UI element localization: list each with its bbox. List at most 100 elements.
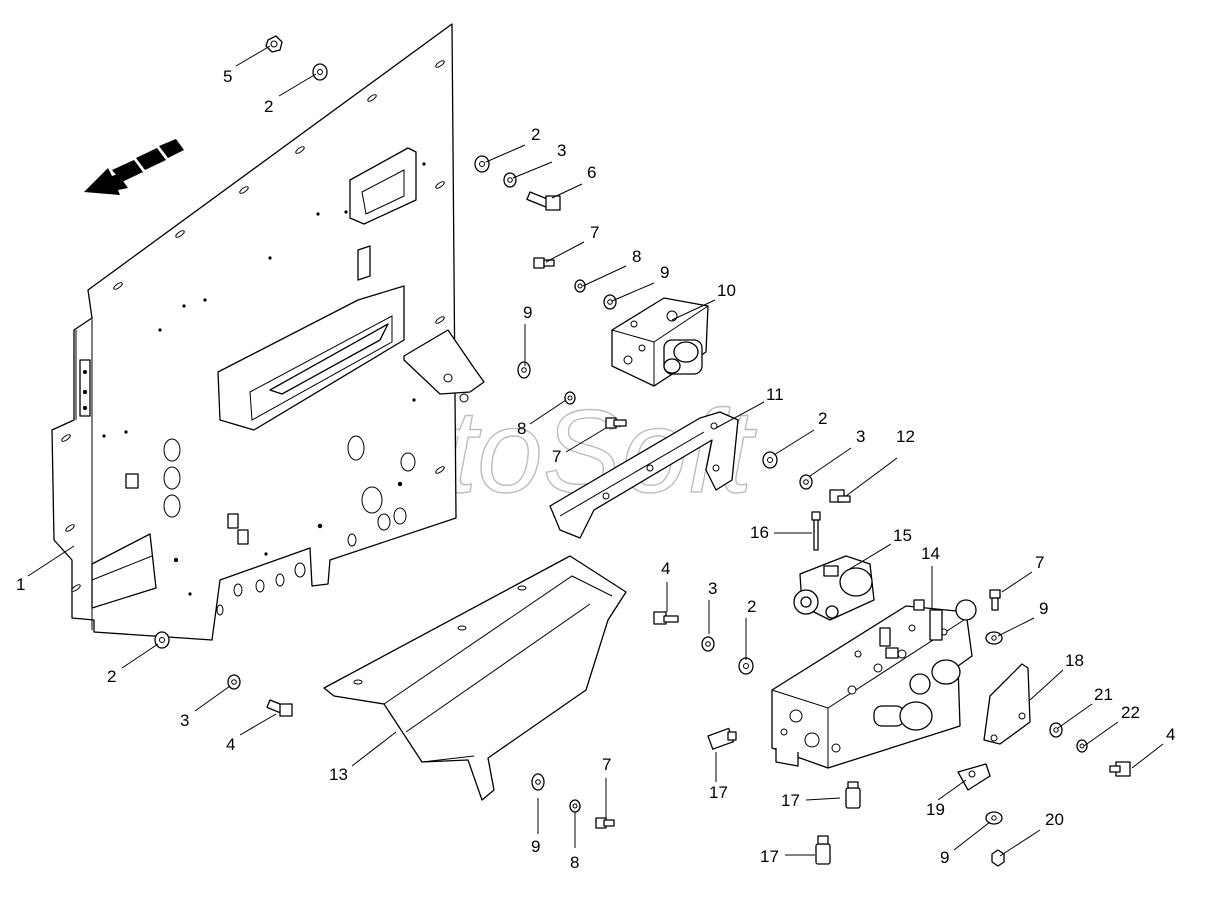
- leader-line-c1: [27, 545, 75, 577]
- leader-line-c18: [1029, 669, 1064, 701]
- callout-label-c16: 16: [750, 523, 769, 542]
- callout-label-c11: 11: [766, 385, 784, 404]
- sensor-17-c: [815, 835, 831, 865]
- callout-label-c2d: 2: [747, 597, 756, 616]
- callout-label-c6: 6: [587, 163, 596, 182]
- callout-label-c9b: 9: [523, 303, 532, 322]
- callout-label-c14: 14: [921, 544, 940, 563]
- callout-label-c18: 18: [1065, 651, 1084, 670]
- bolt-7-b: [605, 417, 627, 429]
- callout-label-c7a: 7: [590, 223, 599, 242]
- bracket-11: [549, 411, 739, 539]
- direction-arrow-icon: [84, 139, 184, 195]
- callout-label-c12: 12: [896, 427, 915, 446]
- washer-3-a: [503, 172, 517, 188]
- callout-label-c8c: 8: [570, 853, 579, 872]
- panel-holes: [125, 435, 416, 616]
- washer-2-c: [762, 451, 778, 469]
- leader-line-c6: [551, 183, 583, 199]
- leader-line-c13: [351, 731, 397, 767]
- leader-line-c3b: [809, 447, 852, 477]
- callout-label-c9d: 9: [940, 848, 949, 867]
- callout-label-c3c: 3: [708, 579, 717, 598]
- callout-label-c20: 20: [1045, 810, 1064, 829]
- leader-line-c17b: [805, 797, 841, 801]
- callout-label-c19: 19: [926, 800, 945, 819]
- leader-line-c9d: [953, 821, 991, 851]
- callout-label-c3b: 3: [856, 427, 865, 446]
- sensor-17-b: [845, 781, 861, 809]
- callout-label-c3d: 3: [180, 711, 189, 730]
- callout-label-c21: 21: [1094, 685, 1113, 704]
- leader-line-c22: [1083, 721, 1119, 747]
- callout-label-c4a: 4: [661, 559, 670, 578]
- callout-label-c9e: 9: [531, 837, 540, 856]
- callout-label-c2a: 2: [264, 97, 273, 116]
- leader-line-c8a: [582, 265, 627, 287]
- leader-line-c9c: [997, 617, 1035, 637]
- bolt-6: [526, 191, 561, 211]
- washer-3-c: [701, 636, 715, 652]
- callout-label-c4b: 4: [1166, 725, 1175, 744]
- bolt-16: [811, 511, 821, 551]
- manifold-14: [771, 599, 977, 769]
- callout-label-c17c: 17: [760, 847, 779, 866]
- callout-label-c7b: 7: [552, 447, 561, 466]
- callout-label-c10: 10: [717, 281, 736, 300]
- main-panel: [51, 23, 485, 641]
- callout-label-c9a: 9: [660, 263, 669, 282]
- washer-2-e: [154, 631, 170, 649]
- callout-label-c7c: 7: [1035, 553, 1044, 572]
- bracket-18: [983, 663, 1031, 745]
- callout-label-c22: 22: [1121, 703, 1140, 722]
- washer-22: [1076, 739, 1088, 753]
- callout-label-c13: 13: [329, 765, 348, 784]
- leader-line-c11: [715, 401, 765, 429]
- washer-2-top: [312, 63, 328, 81]
- leader-line-c9a: [611, 282, 655, 302]
- bolt-7-a: [533, 257, 555, 269]
- leader-line-c5: [235, 45, 271, 67]
- bolt-7-c: [989, 589, 1001, 611]
- washer-9-c: [985, 631, 1003, 645]
- callout-label-c17b: 17: [781, 791, 800, 810]
- leader-line-c7c: [1001, 571, 1033, 593]
- leader-line-c2a: [278, 73, 317, 97]
- bolt-12: [829, 489, 851, 503]
- bolt-7-d: [595, 817, 615, 829]
- callout-label-c15: 15: [893, 526, 912, 545]
- panel-slots: [61, 60, 445, 592]
- leader-line-c15: [847, 543, 892, 571]
- callout-label-c3a: 3: [557, 141, 566, 160]
- panel-dots: [102, 162, 426, 596]
- callout-label-c8b: 8: [517, 419, 526, 438]
- bolt-4-b: [1109, 761, 1131, 777]
- callout-label-c4c: 4: [226, 735, 235, 754]
- leader-line-c4b: [1131, 743, 1164, 769]
- leader-line-c7a: [545, 241, 585, 263]
- leader-line-c10: [671, 299, 716, 321]
- callout-label-c2c: 2: [818, 409, 827, 428]
- washer-9-d: [985, 811, 1003, 825]
- valve-block-10: [611, 297, 709, 387]
- valve-15: [793, 555, 875, 621]
- tab-washer-19: [957, 763, 991, 791]
- washer-8-c: [569, 799, 581, 813]
- callout-label-c1: 1: [16, 575, 25, 594]
- washer-9-e: [531, 773, 545, 791]
- tray-13: [323, 555, 627, 801]
- callout-label-c9c: 9: [1039, 599, 1048, 618]
- leader-line-c21: [1057, 703, 1093, 729]
- leader-line-c4c: [239, 713, 277, 736]
- leader-line-c2c: [773, 429, 815, 456]
- washer-8-a: [574, 279, 586, 293]
- nut-5: [265, 35, 283, 53]
- callout-label-c7d: 7: [602, 755, 611, 774]
- washer-9-a: [603, 294, 617, 310]
- callout-label-c2b: 2: [531, 125, 540, 144]
- washer-2-d: [738, 657, 754, 675]
- callout-label-c17a: 17: [709, 783, 728, 802]
- bolt-4-c: [266, 699, 293, 717]
- leader-line-c7b: [565, 427, 607, 453]
